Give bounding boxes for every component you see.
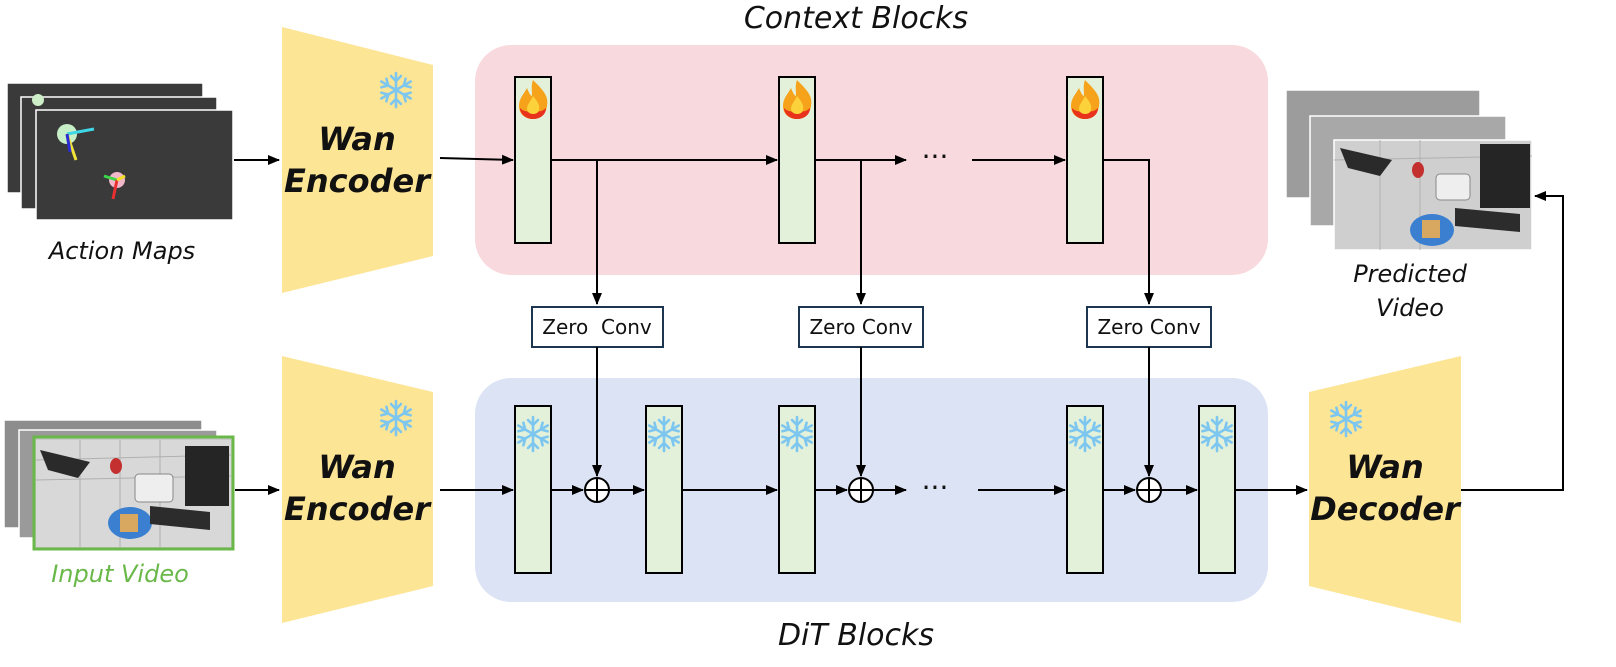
zero-conv-label-3: Zero Conv xyxy=(1097,315,1200,339)
plus-circle-icon xyxy=(1136,477,1162,503)
plus-circle-icon xyxy=(584,477,610,503)
plus-circle-icon xyxy=(848,477,874,503)
action-maps-stack xyxy=(6,82,234,221)
zero-conv-label-2: Zero Conv xyxy=(809,315,912,339)
predicted-video-label-line1: Predicted xyxy=(1353,260,1467,288)
decoder-label-line2: Decoder xyxy=(1310,490,1462,528)
context-arrows xyxy=(234,154,1154,305)
dit-block-2 xyxy=(645,405,683,574)
zero-conv-box-3 xyxy=(1086,306,1212,348)
predicted-video-stack xyxy=(1285,89,1533,251)
decoder-label-line1: Wan xyxy=(1346,448,1424,486)
context-ellipsis: ··· xyxy=(922,140,949,173)
input-video-label: Input Video xyxy=(51,560,189,588)
action-maps-label: Action Maps xyxy=(47,237,195,265)
input-video-stack xyxy=(3,419,235,551)
zero-conv-label-1: Zero Conv xyxy=(542,315,652,339)
encoder-bottom-label-line1: Wan xyxy=(318,448,396,486)
zero-conv-box-2 xyxy=(798,306,924,348)
predicted-video-label-line2: Video xyxy=(1376,294,1444,322)
encoder-bottom-label-line2: Encoder xyxy=(284,490,432,528)
dit-blocks-title: DiT Blocks xyxy=(778,618,934,653)
encoder-top-label-line1: Wan xyxy=(318,120,396,158)
dit-ellipsis: ··· xyxy=(922,471,949,504)
zero-conv-arrows xyxy=(592,347,1154,477)
context-blocks-title: Context Blocks xyxy=(744,1,968,36)
encoder-top-label-line2: Encoder xyxy=(284,162,432,200)
wan-encoder-top xyxy=(282,27,433,293)
dit-arrows xyxy=(235,191,1564,495)
